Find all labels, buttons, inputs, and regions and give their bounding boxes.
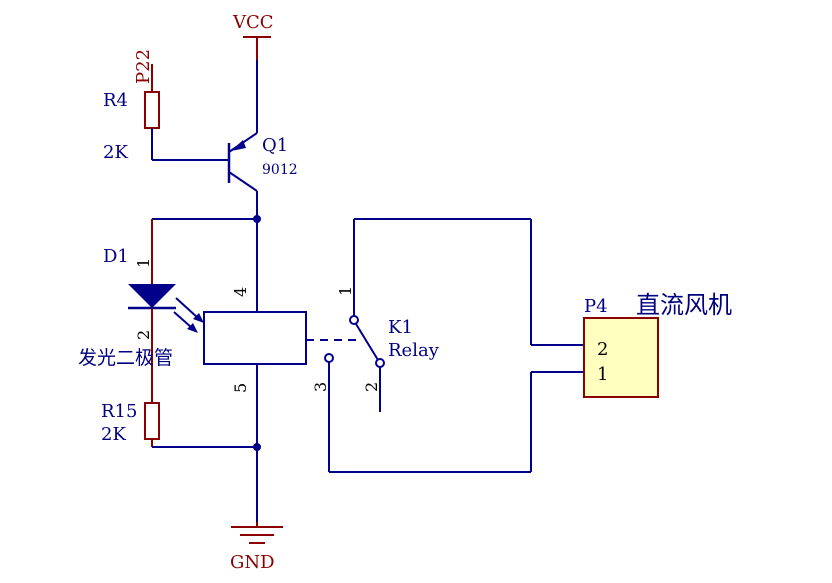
led-light-arrows [173, 297, 204, 333]
vcc-label: VCC [232, 12, 274, 33]
motor-description-label: 直流风机 [636, 291, 732, 319]
d1-pin1-label: 1 [134, 258, 153, 268]
q1-transistor [222, 132, 258, 312]
k1-pin2-label: 2 [362, 382, 381, 392]
q1-label: Q1 [262, 135, 288, 156]
p22-label: P22 [133, 49, 154, 84]
vcc-symbol [243, 36, 271, 133]
r4-value-label: 2K [103, 142, 128, 163]
r15-value-label: 2K [101, 424, 126, 445]
k1-pin3-label: 3 [311, 382, 330, 392]
r15-label: R15 [101, 401, 137, 422]
p4-pin1-label: 1 [597, 364, 608, 385]
r4-label: R4 [103, 90, 128, 111]
motor-wiring [329, 218, 584, 473]
p4-label: P4 [584, 296, 608, 317]
relay-pin4-label: 4 [231, 287, 250, 297]
led-description-label: 发光二极管 [78, 347, 173, 369]
q1-part-label: 9012 [262, 162, 298, 178]
p4-pin2-label: 2 [597, 339, 608, 360]
d1-label: D1 [103, 246, 129, 267]
r15-resistor [144, 402, 257, 448]
gnd-label: GND [230, 552, 275, 573]
p4-connector [583, 317, 659, 398]
d1-led [128, 218, 257, 403]
k1-label: K1 [388, 317, 413, 338]
relay-pin5-label: 5 [231, 383, 250, 393]
d1-pin2-label: 2 [134, 330, 153, 340]
r4-resistor [144, 64, 222, 161]
relay-label: Relay [388, 340, 440, 361]
relay-coil [203, 311, 307, 447]
relay-switch [324, 219, 385, 472]
k1-pin1-label: 1 [336, 286, 355, 296]
gnd-symbol [231, 447, 283, 544]
